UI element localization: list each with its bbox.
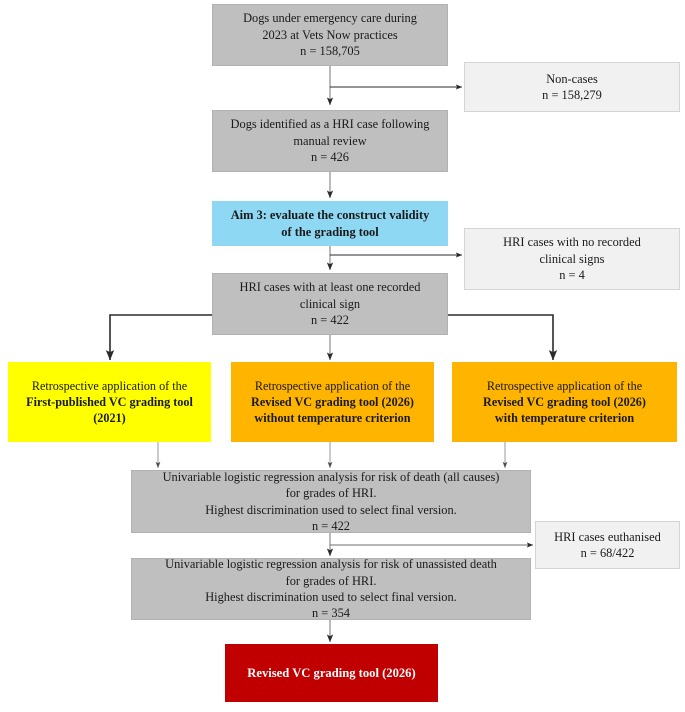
- node-tool-2021-line2: First-published VC grading tool: [26, 394, 193, 409]
- node-analysis-unassisted-death: Univariable logistic regression analysis…: [131, 557, 531, 621]
- node-analysis-unassisted-death-line3: Highest discrimination used to select fi…: [205, 590, 457, 604]
- node-final-revised-tool-label: Revised VC grading tool (2026): [247, 665, 416, 680]
- node-with-clinical-signs-line2: clinical sign: [299, 296, 361, 311]
- node-with-clinical-signs-line1: HRI cases with at least one recorded: [239, 280, 421, 295]
- node-tool-2021-line1: Retrospective application of the: [31, 378, 188, 393]
- node-non-cases-count: n = 158,279: [542, 88, 602, 102]
- node-no-clinical-signs-line1: HRI cases with no recorded: [503, 235, 641, 250]
- node-analysis-all-causes-count: n = 422: [312, 518, 350, 533]
- node-aim-3-line1: Aim 3: evaluate the construct validity: [230, 208, 430, 223]
- node-non-cases: Non-cases n = 158,279: [464, 62, 680, 112]
- node-tool-2026-with-temperature-line1: Retrospective application of the: [486, 378, 643, 393]
- node-analysis-all-causes: Univariable logistic regression analysis…: [131, 470, 531, 533]
- node-euthanised-label: HRI cases euthanised: [554, 529, 661, 544]
- edge-with-signs-to-tool-2021: [105, 314, 212, 361]
- node-hri-cases-line2: manual review: [293, 133, 367, 148]
- node-population-line1: Dogs under emergency care during: [243, 11, 417, 26]
- node-tool-2026-without-temperature: Retrospective application of the Revised…: [231, 362, 434, 442]
- node-analysis-unassisted-death-line1: Univariable logistic regression analysis…: [165, 557, 497, 572]
- node-euthanised: HRI cases euthanised n = 68/422: [535, 521, 680, 569]
- node-analysis-all-causes-line3: Highest discrimination used to select fi…: [205, 502, 457, 517]
- node-population-line2: 2023 at Vets Now practices: [262, 27, 398, 42]
- node-tool-2021: Retrospective application of the First-p…: [8, 362, 211, 442]
- node-final-revised-tool: Revised VC grading tool (2026): [225, 644, 438, 702]
- node-tool-2026-with-temperature: Retrospective application of the Revised…: [452, 362, 677, 442]
- node-with-clinical-signs: HRI cases with at least one recorded cli…: [212, 273, 448, 335]
- node-analysis-unassisted-death-count: n = 354: [312, 606, 350, 621]
- node-analysis-all-causes-line2: for grades of HRI.: [285, 486, 377, 501]
- node-analysis-unassisted-death-line2: for grades of HRI.: [285, 573, 377, 588]
- node-with-clinical-signs-count: n = 422: [311, 313, 349, 328]
- node-non-cases-label: Non-cases: [546, 71, 598, 86]
- node-tool-2026-without-temperature-line2: Revised VC grading tool (2026): [251, 394, 414, 409]
- node-tool-2026-without-temperature-line3: without temperature criterion: [254, 411, 411, 426]
- node-aim-3-line2: of the grading tool: [281, 224, 379, 239]
- node-population-count: n = 158,705: [300, 44, 360, 59]
- node-hri-cases-count: n = 426: [311, 150, 349, 165]
- node-hri-cases-line1: Dogs identified as a HRI case following: [230, 117, 430, 132]
- node-tool-2026-with-temperature-line3: with temperature criterion: [494, 411, 635, 426]
- node-no-clinical-signs: HRI cases with no recorded clinical sign…: [464, 228, 680, 290]
- node-tool-2026-without-temperature-line1: Retrospective application of the: [254, 378, 411, 393]
- node-population: Dogs under emergency care during 2023 at…: [212, 4, 448, 66]
- node-tool-2021-line3: (2021): [93, 411, 126, 426]
- node-analysis-all-causes-line1: Univariable logistic regression analysis…: [162, 469, 500, 484]
- node-hri-cases: Dogs identified as a HRI case following …: [212, 110, 448, 172]
- node-tool-2026-with-temperature-line2: Revised VC grading tool (2026): [483, 394, 646, 409]
- node-no-clinical-signs-line2: clinical signs: [539, 251, 605, 266]
- node-no-clinical-signs-count: n = 4: [559, 268, 585, 283]
- edge-with-signs-to-tool-2026-temp: [448, 314, 558, 361]
- node-euthanised-count: n = 68/422: [580, 546, 635, 560]
- node-aim-3: Aim 3: evaluate the construct validity o…: [212, 201, 448, 246]
